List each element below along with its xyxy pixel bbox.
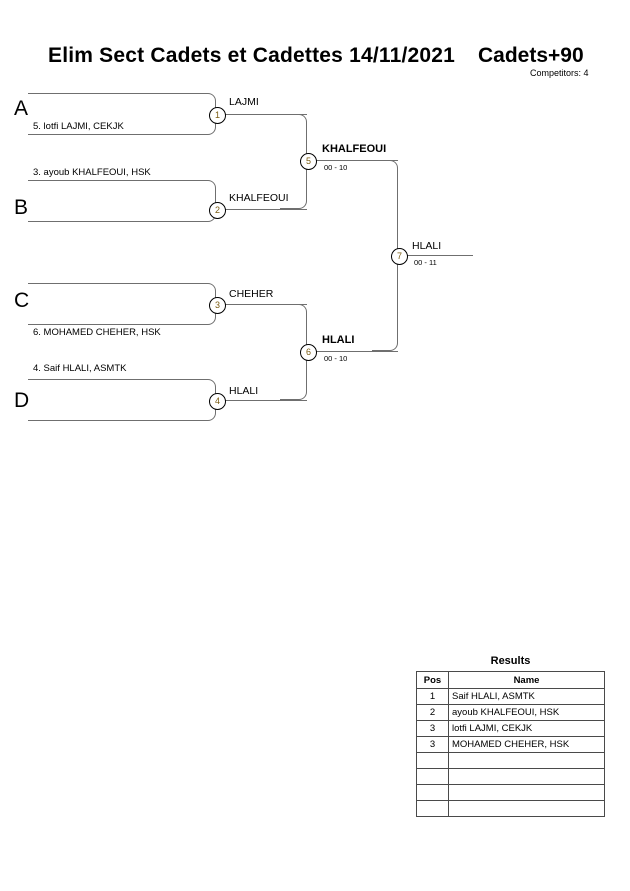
competitors-count: Competitors: 4 xyxy=(530,68,589,78)
match-score-6: 00 - 10 xyxy=(324,354,348,363)
match-winner-5: KHALFEOUI xyxy=(322,143,387,155)
entrant-b: 3. ayoub KHALFEOUI, HSK xyxy=(33,167,151,178)
result-position xyxy=(416,800,449,817)
result-name: ayoub KHALFEOUI, HSK xyxy=(448,704,605,721)
match-circle-7: 7 xyxy=(391,248,408,265)
feed-line-match-2 xyxy=(223,209,307,210)
category-title: Cadets+90 xyxy=(478,44,584,67)
match-circle-1: 1 xyxy=(209,107,226,124)
table-row xyxy=(416,752,605,769)
match-winner-3: CHEHER xyxy=(229,288,274,300)
table-row xyxy=(416,784,605,801)
match-winner-7: HLALI xyxy=(412,240,442,252)
result-position: 2 xyxy=(416,704,449,721)
winner-line-final xyxy=(405,255,473,256)
slot-bracket-b xyxy=(28,180,216,222)
result-name xyxy=(448,800,605,817)
result-position xyxy=(416,752,449,769)
entrant-a: 5. lotfi LAJMI, CEKJK xyxy=(33,121,124,132)
match-score-7: 00 - 11 xyxy=(414,258,437,267)
result-position: 3 xyxy=(416,720,449,737)
result-name: Saif HLALI, ASMTK xyxy=(448,688,605,705)
slot-bracket-d xyxy=(28,379,216,421)
feed-line-match-1 xyxy=(223,114,307,115)
result-name xyxy=(448,752,605,769)
match-score-5: 00 - 10 xyxy=(324,163,348,172)
result-position xyxy=(416,768,449,785)
table-row xyxy=(416,800,605,817)
slot-bracket-c xyxy=(28,283,216,325)
match-circle-3: 3 xyxy=(209,297,226,314)
slot-letter-a: A xyxy=(14,97,29,120)
feed-line-match-4 xyxy=(223,400,307,401)
result-position: 3 xyxy=(416,736,449,753)
slot-letter-c: C xyxy=(14,289,30,312)
slot-letter-d: D xyxy=(14,389,30,412)
result-name xyxy=(448,784,605,801)
match-winner-4: HLALI xyxy=(229,385,259,397)
table-row xyxy=(416,768,605,785)
match-circle-4: 4 xyxy=(209,393,226,410)
entrant-d: 4. Saif HLALI, ASMTK xyxy=(33,363,127,374)
feed-line-match-3 xyxy=(223,304,307,305)
page-title: Elim Sect Cadets et Cadettes 14/11/2021 xyxy=(48,44,456,67)
match-winner-1: LAJMI xyxy=(229,96,259,108)
column-header-name: Name xyxy=(448,671,605,689)
result-name: MOHAMED CHEHER, HSK xyxy=(448,736,605,753)
column-header-pos: Pos xyxy=(416,671,449,689)
match-winner-2: KHALFEOUI xyxy=(229,192,289,204)
result-position: 1 xyxy=(416,688,449,705)
slot-letter-b: B xyxy=(14,196,29,219)
result-position xyxy=(416,784,449,801)
result-name: lotfi LAJMI, CEKJK xyxy=(448,720,605,737)
results-header-row: Pos Name xyxy=(416,671,605,689)
match-circle-5: 5 xyxy=(300,153,317,170)
feed-line-match-6 xyxy=(314,351,398,352)
match-winner-6: HLALI xyxy=(322,334,355,346)
feed-line-match-5 xyxy=(314,160,398,161)
results-title: Results xyxy=(490,655,531,667)
match-circle-6: 6 xyxy=(300,344,317,361)
result-name xyxy=(448,768,605,785)
match-circle-2: 2 xyxy=(209,202,226,219)
entrant-c: 6. MOHAMED CHEHER, HSK xyxy=(33,327,161,338)
